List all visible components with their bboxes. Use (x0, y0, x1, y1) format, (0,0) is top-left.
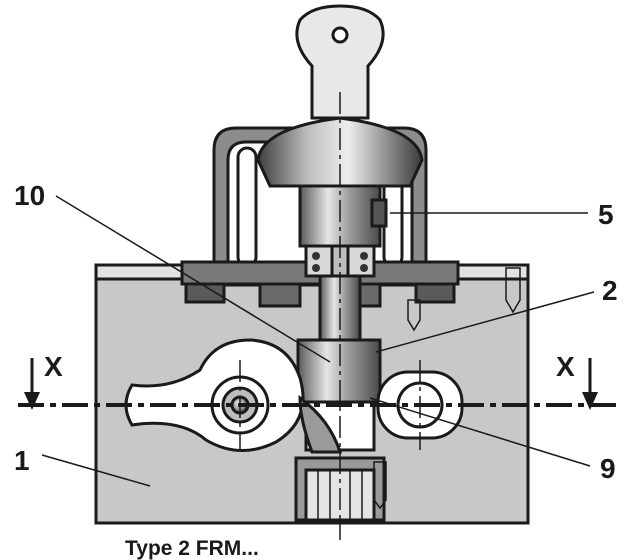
leader-lines (41, 195, 595, 487)
section-label-left: X (44, 351, 63, 382)
callout-10: 10 (14, 180, 45, 211)
callout-1: 1 (14, 445, 30, 476)
callout-9: 9 (600, 453, 616, 484)
section-line (18, 358, 622, 410)
section-label-right: X (556, 351, 575, 382)
figure-caption: Type 2 FRM... (125, 537, 259, 560)
screws (373, 267, 521, 510)
callout-5: 5 (598, 199, 614, 230)
callout-2: 2 (602, 275, 618, 306)
spring-coils (312, 252, 368, 272)
cam-lever (124, 338, 343, 454)
key (295, 4, 385, 120)
